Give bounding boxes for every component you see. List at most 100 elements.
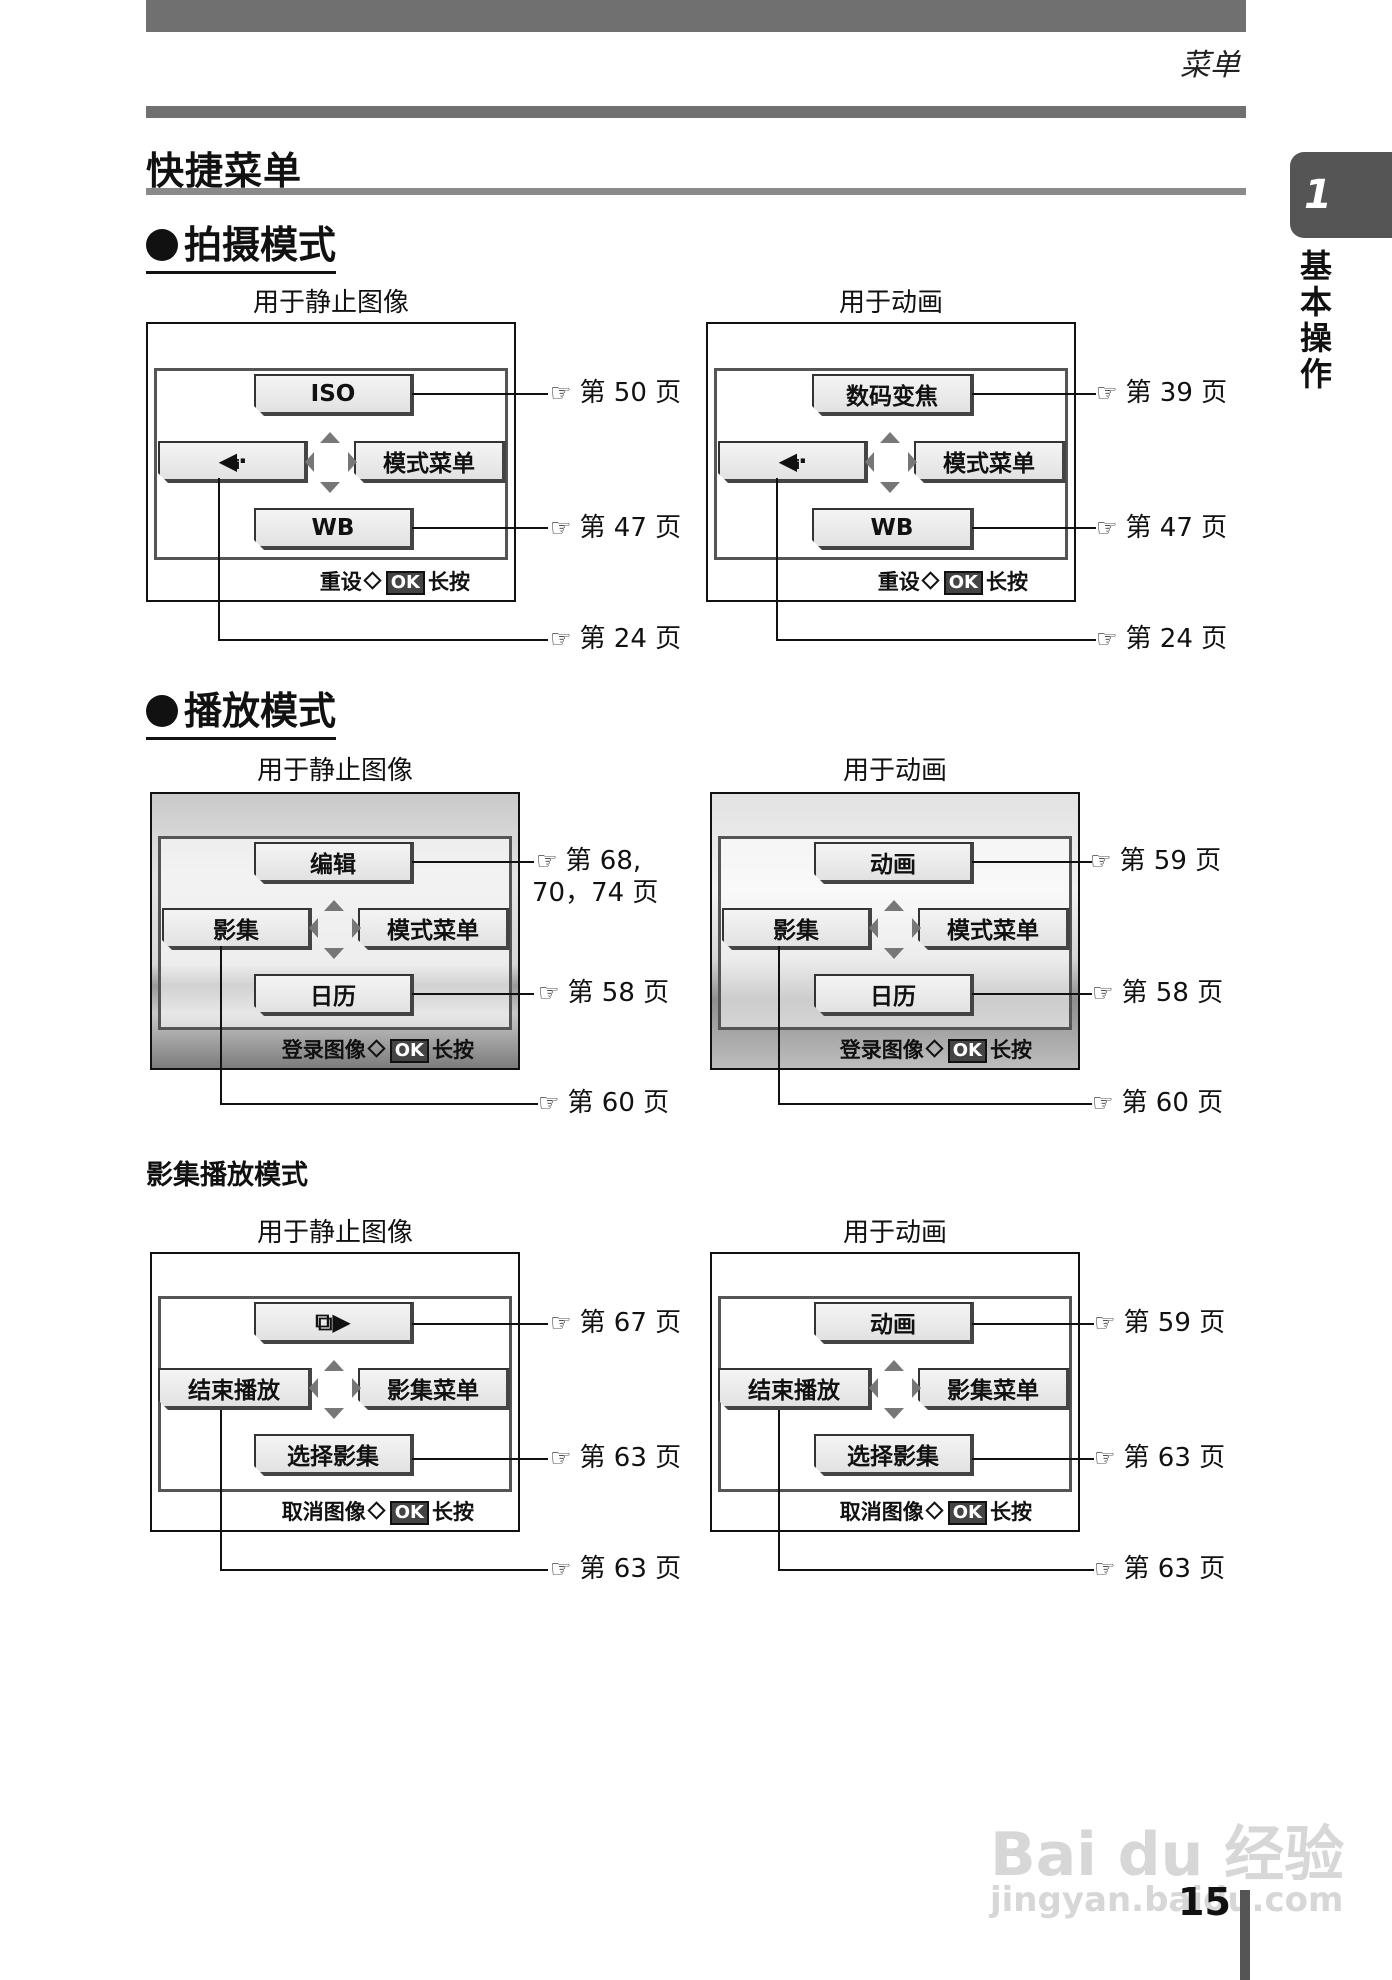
end-playback-button[interactable]: 结束播放	[158, 1368, 312, 1410]
leader-line	[972, 861, 1092, 863]
leader-line	[220, 1103, 538, 1105]
leader-line	[412, 527, 548, 529]
pointing-hand-icon: ☞	[550, 1444, 572, 1472]
mode-menu-button[interactable]: 模式菜单	[914, 441, 1066, 483]
leader-line	[220, 1410, 222, 1570]
select-album-button[interactable]: 选择影集	[254, 1434, 414, 1476]
leader-line	[218, 639, 548, 641]
flash-left-icon: ◀ᵢ·	[778, 447, 806, 475]
pointing-hand-icon: ☞	[1094, 1309, 1116, 1337]
edit-button[interactable]: 编辑	[254, 842, 414, 884]
leader-line	[776, 478, 778, 640]
pointing-hand-icon: ☞	[550, 379, 572, 407]
movie-button[interactable]: 动画	[814, 842, 974, 884]
playback-mode-title: 播放模式	[184, 689, 337, 733]
caption: 用于动画	[842, 756, 947, 786]
wb-button[interactable]: WB	[812, 508, 974, 550]
arrow-left-icon	[305, 452, 314, 472]
arrow-right-icon	[352, 918, 361, 938]
leader-line	[412, 1458, 548, 1460]
pointing-hand-icon: ☞	[538, 1089, 560, 1117]
flash-button[interactable]: ◀ᵢ·	[158, 441, 308, 483]
arrow-down-icon	[884, 948, 904, 959]
pointing-hand-icon: ☞	[550, 1309, 572, 1337]
arrow-down-icon	[324, 948, 344, 959]
leader-line	[778, 1410, 780, 1570]
page-ref: ☞第 63 页	[550, 1554, 682, 1584]
pointing-hand-icon: ☞	[538, 979, 560, 1007]
leader-line	[972, 993, 1092, 995]
pointing-hand-icon: ☞	[550, 1555, 572, 1583]
movie-button[interactable]: 动画	[814, 1302, 974, 1344]
arrow-left-icon	[869, 918, 878, 938]
digital-zoom-button[interactable]: 数码变焦	[812, 374, 974, 416]
album-button[interactable]: 影集	[162, 908, 312, 950]
mode-menu-button[interactable]: 模式菜单	[358, 908, 510, 950]
arrow-down-icon	[880, 482, 900, 493]
page-ref: ☞第 63 页	[1094, 1554, 1226, 1584]
leader-line	[778, 1569, 1094, 1571]
watermark-url: jingyan.baidu.com	[990, 1880, 1344, 1920]
page-title: 快捷菜单	[146, 149, 303, 193]
top-bar	[146, 0, 1246, 32]
select-album-button[interactable]: 选择影集	[814, 1434, 974, 1476]
arrow-left-icon	[309, 918, 318, 938]
album-menu-button[interactable]: 影集菜单	[918, 1368, 1070, 1410]
pointing-hand-icon: ☞	[536, 847, 558, 875]
chapter-label: 基本操作	[1299, 247, 1332, 393]
mode-menu-button[interactable]: 模式菜单	[918, 908, 1070, 950]
slideshow-icon: ⧉▶	[315, 1308, 351, 1336]
wb-button[interactable]: WB	[254, 508, 414, 550]
leader-line	[778, 1103, 1092, 1105]
mode-menu-button[interactable]: 模式菜单	[354, 441, 506, 483]
page-ref: ☞第 59 页	[1090, 846, 1222, 876]
page-ref: ☞第 68,	[536, 846, 642, 876]
calendar-button[interactable]: 日历	[814, 974, 974, 1016]
caption: 用于动画	[838, 288, 943, 318]
leader-line	[412, 993, 534, 995]
flash-button[interactable]: ◀ᵢ·	[718, 441, 868, 483]
leader-line	[220, 1569, 548, 1571]
playback-mode-heading: 播放模式	[146, 680, 337, 740]
page-ref: ☞第 24 页	[1096, 624, 1228, 654]
caption: 用于静止图像	[256, 1218, 413, 1248]
end-playback-button[interactable]: 结束播放	[718, 1368, 872, 1410]
watermark-logo: Bai du 经验	[990, 1820, 1345, 1890]
arrow-left-icon	[865, 452, 874, 472]
bullet-icon	[146, 229, 178, 261]
ok-button-icon: OK	[389, 1501, 429, 1525]
arrow-up-icon	[324, 900, 344, 911]
pointing-hand-icon: ☞	[1090, 847, 1112, 875]
diamond-icon	[925, 1501, 944, 1520]
leader-line	[218, 478, 220, 640]
leader-line	[972, 1458, 1094, 1460]
diamond-icon	[925, 1039, 944, 1058]
ok-button-icon: OK	[389, 1039, 429, 1063]
caption: 用于动画	[842, 1218, 947, 1248]
album-button[interactable]: 影集	[722, 908, 872, 950]
page-ref: ☞第 63 页	[1094, 1443, 1226, 1473]
section-header: 菜单	[1180, 48, 1240, 83]
iso-button[interactable]: ISO	[254, 374, 414, 416]
album-menu-button[interactable]: 影集菜单	[358, 1368, 510, 1410]
page-ref: ☞第 58 页	[1092, 978, 1224, 1008]
ok-button-icon: OK	[947, 1501, 987, 1525]
calendar-button[interactable]: 日历	[254, 974, 414, 1016]
page-ref: ☞第 58 页	[538, 978, 670, 1008]
diamond-icon	[367, 1501, 386, 1520]
leader-line	[972, 1323, 1094, 1325]
arrow-up-icon	[884, 900, 904, 911]
page-ref: ☞第 63 页	[550, 1443, 682, 1473]
leader-line	[412, 1323, 548, 1325]
pointing-hand-icon: ☞	[1094, 1555, 1116, 1583]
leader-line	[778, 946, 780, 1104]
leader-line	[972, 393, 1096, 395]
slideshow-button[interactable]: ⧉▶	[254, 1302, 414, 1344]
arrow-down-icon	[324, 1408, 344, 1419]
arrow-left-icon	[869, 1378, 878, 1398]
leader-line	[412, 861, 534, 863]
